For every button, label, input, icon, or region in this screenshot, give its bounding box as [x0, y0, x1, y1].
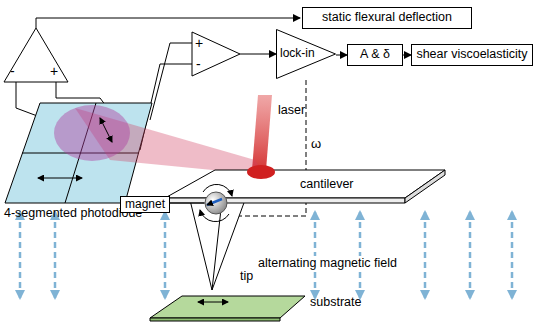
signal-arrow — [336, 55, 347, 56]
node-text: lock-in — [280, 47, 315, 60]
field-arrow — [54, 212, 57, 298]
lock-in-amplifier: lock-in — [276, 29, 336, 79]
signal-arrow — [403, 55, 411, 56]
part-label: tip — [240, 270, 253, 284]
input-sign: + — [50, 64, 58, 79]
output-box: static flexural deflection — [302, 7, 472, 29]
part-label: cantilever — [300, 178, 354, 192]
parameter-box: A & δ — [347, 44, 403, 66]
node-text: static flexural deflection — [322, 11, 452, 25]
part-label: alternating magnetic field — [255, 256, 400, 272]
node-text: A & δ — [360, 48, 390, 62]
node-text: shear viscoelasticity — [416, 48, 527, 62]
part-label: laser — [278, 104, 305, 118]
frequency-symbol: ω — [311, 137, 321, 151]
field-arrow — [511, 212, 514, 298]
part-label: substrate — [310, 296, 361, 310]
field-arrow — [314, 212, 317, 298]
field-arrow — [19, 212, 22, 298]
input-sign: - — [10, 64, 15, 79]
field-arrow — [164, 212, 167, 298]
field-arrow — [359, 212, 362, 298]
part-label: magnet — [120, 196, 170, 213]
field-arrow — [469, 212, 472, 298]
output-box: shear viscoelasticity — [411, 44, 533, 66]
input-sign: - — [196, 57, 201, 72]
input-sign: + — [195, 36, 203, 51]
field-arrow — [424, 212, 427, 298]
